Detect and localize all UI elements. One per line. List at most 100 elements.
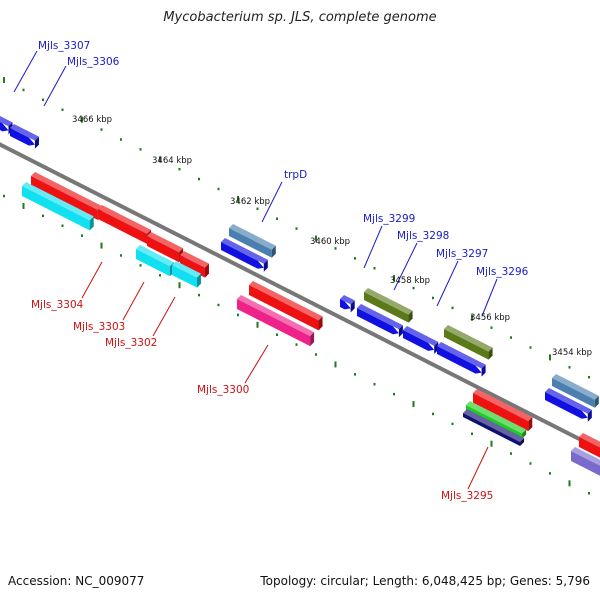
gene-next-red-face: [579, 437, 600, 458]
cds-small-3299-side: [350, 300, 355, 313]
leader-mjls-3306: [43, 65, 67, 107]
kbp-label-3460: 3460 kbp: [310, 237, 350, 247]
cds-small-3299[interactable]: [340, 295, 355, 313]
gene-label-trpd[interactable]: trpD: [284, 169, 307, 181]
kbp-label-3454: 3454 kbp: [552, 348, 592, 358]
gene-label-mjls-3296[interactable]: Mjls_3296: [476, 266, 529, 278]
cds-mjls-3306-face: [10, 128, 35, 146]
cds-mjls-3295-b-top: [463, 409, 525, 442]
cds-mjls-3295-a-top: [466, 401, 527, 434]
cds-mjls-3306-top: [10, 124, 39, 141]
cds-trpd-face: [221, 242, 264, 269]
leader-mjls-3304: [81, 261, 103, 299]
gene-mjls-3298[interactable]: [364, 288, 413, 323]
leader-mjls-3307: [13, 50, 38, 93]
cds-mjls-3304-face: [22, 186, 90, 231]
cds-next-3294-side: [587, 409, 592, 422]
gene-label-mjls-3300[interactable]: Mjls_3300: [197, 384, 249, 396]
cds-mjls-3307-top: [0, 116, 13, 127]
gene-label-mjls-3307[interactable]: Mjls_3307: [38, 40, 90, 52]
gene-mjls-3296-side: [488, 347, 493, 360]
gene-label-mjls-3306[interactable]: Mjls_3306: [67, 56, 120, 68]
gene-trpd-side: [271, 245, 276, 258]
cds-next-3294-top: [545, 388, 592, 414]
cds-mjls-3296-face: [437, 346, 482, 374]
gene-mjls-3302b-top: [180, 251, 209, 268]
gene-next-3294-face: [552, 378, 595, 408]
cds-mjls-3304-side: [89, 216, 94, 231]
gene-trpd[interactable]: [229, 224, 276, 258]
gene-label-mjls-3303[interactable]: Mjls_3303: [73, 321, 125, 333]
gene-mjls-3300-top: [249, 281, 323, 321]
gene-mjls-3295-face: [473, 393, 529, 432]
cds-mjls-3302-side: [196, 273, 201, 288]
cds-mjls-3298-face: [357, 308, 399, 335]
gene-mjls-3302b[interactable]: [180, 251, 209, 278]
cds-mjls-3307-face: [0, 122, 9, 132]
gene-label-mjls-3295[interactable]: Mjls_3295: [441, 490, 493, 502]
cds-next-3294[interactable]: [545, 388, 592, 422]
cds-next-lavender[interactable]: [571, 447, 600, 477]
cds-mjls-3302[interactable]: [172, 261, 201, 288]
cds-next-lavender-top: [571, 447, 600, 466]
cds-mjls-3295-b-face: [463, 413, 521, 446]
leader-mjls-3302: [152, 296, 176, 337]
gene-label-mjls-3297[interactable]: Mjls_3297: [436, 248, 488, 260]
cds-mjls-3296-top: [437, 342, 486, 369]
cds-trpd[interactable]: [221, 238, 268, 272]
cds-mjls-3296[interactable]: [437, 342, 486, 377]
gene-trpd-top: [229, 224, 276, 250]
cds-mjls-3300-face: [237, 299, 311, 347]
cds-mjls-3298[interactable]: [357, 304, 403, 338]
gene-label-mjls-3298[interactable]: Mjls_3298: [397, 230, 449, 242]
cds-mjls-3306[interactable]: [10, 124, 39, 149]
cds-mjls-3304-top: [22, 182, 94, 221]
gene-mjls-3303-top: [98, 205, 152, 234]
gene-label-mjls-3304[interactable]: Mjls_3304: [31, 299, 84, 311]
cds-mjls-3306-side: [34, 136, 39, 149]
gene-mjls-3295[interactable]: [473, 389, 533, 432]
genome-backbone: [0, 142, 600, 452]
gene-next-3294-side: [594, 395, 599, 408]
leader-mjls-3295: [467, 446, 489, 490]
cds-mjls-3297-top: [403, 326, 439, 346]
cds-small-3299-face: [340, 299, 351, 310]
gene-label-mjls-3302[interactable]: Mjls_3302: [105, 337, 157, 349]
gene-label-mjls-3299[interactable]: Mjls_3299: [363, 213, 415, 225]
cds-mjls-3297[interactable]: [403, 326, 439, 354]
leader-mjls-3300: [244, 344, 269, 384]
gene-next-red-top: [579, 433, 600, 448]
gene-mjls-3304-face: [31, 176, 98, 220]
genome-summary-text: Topology: circular; Length: 6,048,425 bp…: [260, 574, 590, 588]
cds-mjls-3295-b[interactable]: [463, 409, 525, 446]
gene-mjls-3298-top: [364, 288, 413, 315]
gene-mjls-3300-side: [318, 316, 323, 331]
cds-mjls-3300[interactable]: [237, 295, 315, 347]
cds-mjls-3302-top: [172, 261, 201, 278]
leader-lines: [13, 50, 498, 490]
gene-mjls-3304-top: [31, 172, 102, 210]
cds-small-3299-top: [340, 295, 355, 305]
tick-layer: [3, 77, 590, 495]
gene-mjls-3302a-face: [147, 236, 180, 263]
gene-mjls-3296-top: [444, 325, 493, 352]
cds-mjls-3297-face: [403, 330, 435, 351]
leader-mjls-3296: [481, 278, 498, 317]
cds-trpd-top: [221, 238, 268, 264]
cds-next-lavender-face: [571, 451, 600, 476]
gene-mjls-3303[interactable]: [98, 205, 152, 244]
gene-mjls-3296[interactable]: [444, 325, 493, 360]
cds-mjls-3302-face: [172, 265, 197, 288]
cds-mjls-3298-side: [398, 325, 403, 338]
kbp-label-3458: 3458 kbp: [390, 276, 430, 286]
gene-next-red[interactable]: [579, 433, 600, 461]
kbp-label-3456: 3456 kbp: [470, 313, 510, 323]
gene-next-3294-top: [552, 374, 599, 400]
kbp-label-3464: 3464 kbp: [152, 156, 192, 166]
gene-mjls-3300[interactable]: [249, 281, 323, 331]
gene-next-3294[interactable]: [552, 374, 599, 408]
cds-mjls-3296-side: [481, 364, 486, 377]
cds-mjls-3304[interactable]: [22, 182, 94, 231]
gene-mjls-3296-face: [444, 329, 489, 360]
